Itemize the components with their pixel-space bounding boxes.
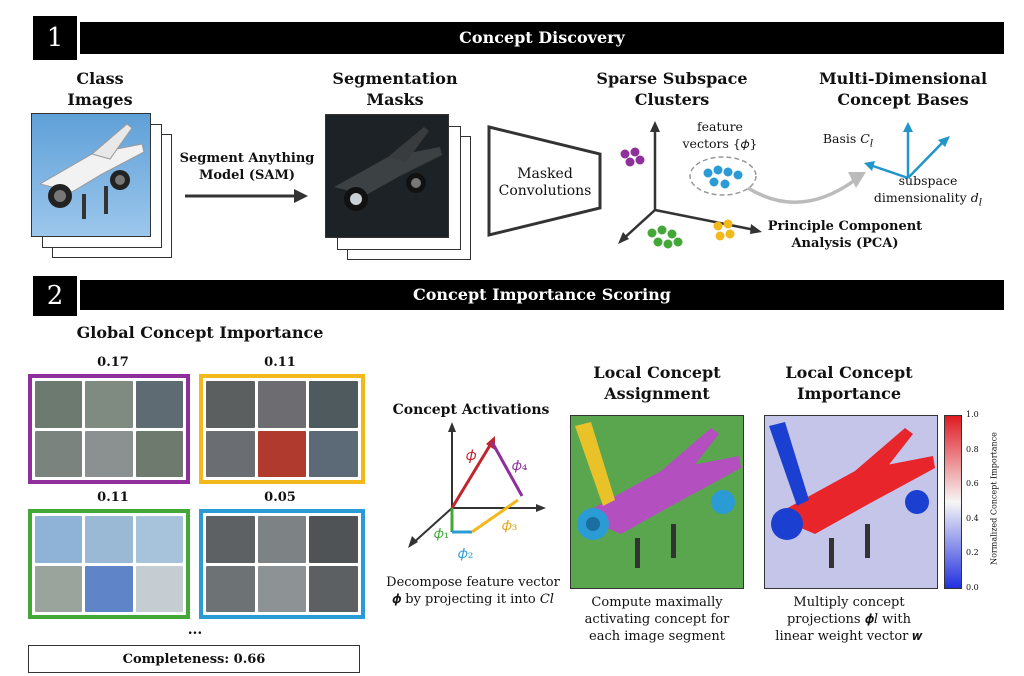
airplane-image bbox=[38, 123, 145, 219]
section-2-number: 2 bbox=[33, 276, 77, 316]
concept-panel-yellow bbox=[199, 374, 365, 484]
selected-cluster-ellipse bbox=[689, 156, 757, 196]
blue-cluster bbox=[703, 165, 743, 189]
concept-panel-purple bbox=[28, 374, 190, 484]
more-concepts-ellipsis: ... bbox=[187, 622, 203, 638]
concept-activations-title: Concept Activations bbox=[392, 402, 550, 418]
yellow-cluster bbox=[713, 219, 735, 241]
sam-arrow bbox=[185, 189, 308, 203]
activation-vectors bbox=[408, 422, 546, 548]
colorbar-ticks: 1.0 0.8 0.6 0.4 0.2 0.0 bbox=[966, 410, 992, 592]
concept-panel-green bbox=[28, 509, 190, 619]
local-assignment-caption: Compute maximally activating concept for… bbox=[584, 595, 730, 644]
segmentation-mask-image bbox=[325, 114, 449, 238]
basis-vectors bbox=[864, 122, 950, 180]
colorbar-tick: 0.6 bbox=[966, 479, 979, 489]
class-images-title: Class Images bbox=[67, 69, 133, 109]
local-importance-image bbox=[764, 415, 938, 589]
local-assignment-image bbox=[570, 415, 744, 589]
basis-label: Basis 𝐶𝑙 bbox=[822, 131, 874, 150]
pca-label: Principle Component Analysis (PCA) bbox=[767, 219, 923, 251]
section-1-number: 1 bbox=[33, 16, 77, 60]
local-importance-title: Local Concept Importance bbox=[785, 363, 913, 403]
feature-vectors-label: feature vectors {𝜙} bbox=[682, 119, 758, 151]
cluster-axes bbox=[618, 121, 762, 249]
pca-arrow bbox=[747, 172, 866, 204]
masked-airplane bbox=[334, 127, 442, 211]
section-2-banner: Concept Importance Scoring bbox=[80, 280, 1004, 310]
concept-panel-blue bbox=[199, 509, 365, 619]
section-1-banner: Concept Discovery bbox=[80, 22, 1004, 54]
colorbar-tick: 0.0 bbox=[966, 582, 979, 592]
score-blue: 0.05 bbox=[264, 490, 296, 505]
colorbar-label: Normalized Concept Importance bbox=[989, 432, 999, 565]
score-yellow: 0.11 bbox=[264, 355, 296, 370]
phi1-label: 𝜙₁ bbox=[434, 526, 450, 542]
completeness-box: Completeness: 0.66 bbox=[28, 645, 360, 673]
sam-label: Segment Anything Model (SAM) bbox=[179, 151, 315, 183]
local-assignment-title: Local Concept Assignment bbox=[593, 363, 721, 403]
colorbar-tick: 0.2 bbox=[966, 548, 979, 558]
phi2-label: 𝜙₂ bbox=[458, 546, 474, 562]
masked-convolutions-block bbox=[487, 125, 602, 237]
green-cluster bbox=[647, 225, 683, 249]
masked-convolutions-label: Masked Convolutions bbox=[498, 166, 592, 199]
colorbar-tick: 1.0 bbox=[966, 410, 979, 419]
sparse-subspace-clusters-title: Sparse Subspace Clusters bbox=[596, 69, 748, 109]
score-purple: 0.17 bbox=[97, 355, 129, 370]
class-image bbox=[31, 113, 151, 237]
local-importance-caption: Multiply concept projections 𝝓𝑙 with lin… bbox=[775, 595, 923, 644]
global-importance-title: Global Concept Importance bbox=[76, 323, 324, 342]
segmentation-masks-title: Segmentation Masks bbox=[332, 69, 458, 109]
phi3-label: 𝜙₃ bbox=[502, 518, 518, 534]
score-green: 0.11 bbox=[97, 490, 129, 505]
decompose-caption: Decompose feature vector 𝝓 by projecting… bbox=[386, 575, 560, 607]
colorbar-tick: 0.4 bbox=[966, 513, 979, 523]
purple-cluster bbox=[620, 147, 645, 167]
importance-colorbar bbox=[944, 415, 962, 589]
phi-label: 𝜙 bbox=[466, 446, 477, 464]
phi4-label: 𝜙₄ bbox=[512, 458, 528, 474]
colorbar-tick: 0.8 bbox=[966, 444, 979, 454]
subspace-label: subspace dimensionality 𝑑𝑙 bbox=[873, 173, 983, 209]
concept-bases-title: Multi-Dimensional Concept Bases bbox=[818, 69, 988, 109]
